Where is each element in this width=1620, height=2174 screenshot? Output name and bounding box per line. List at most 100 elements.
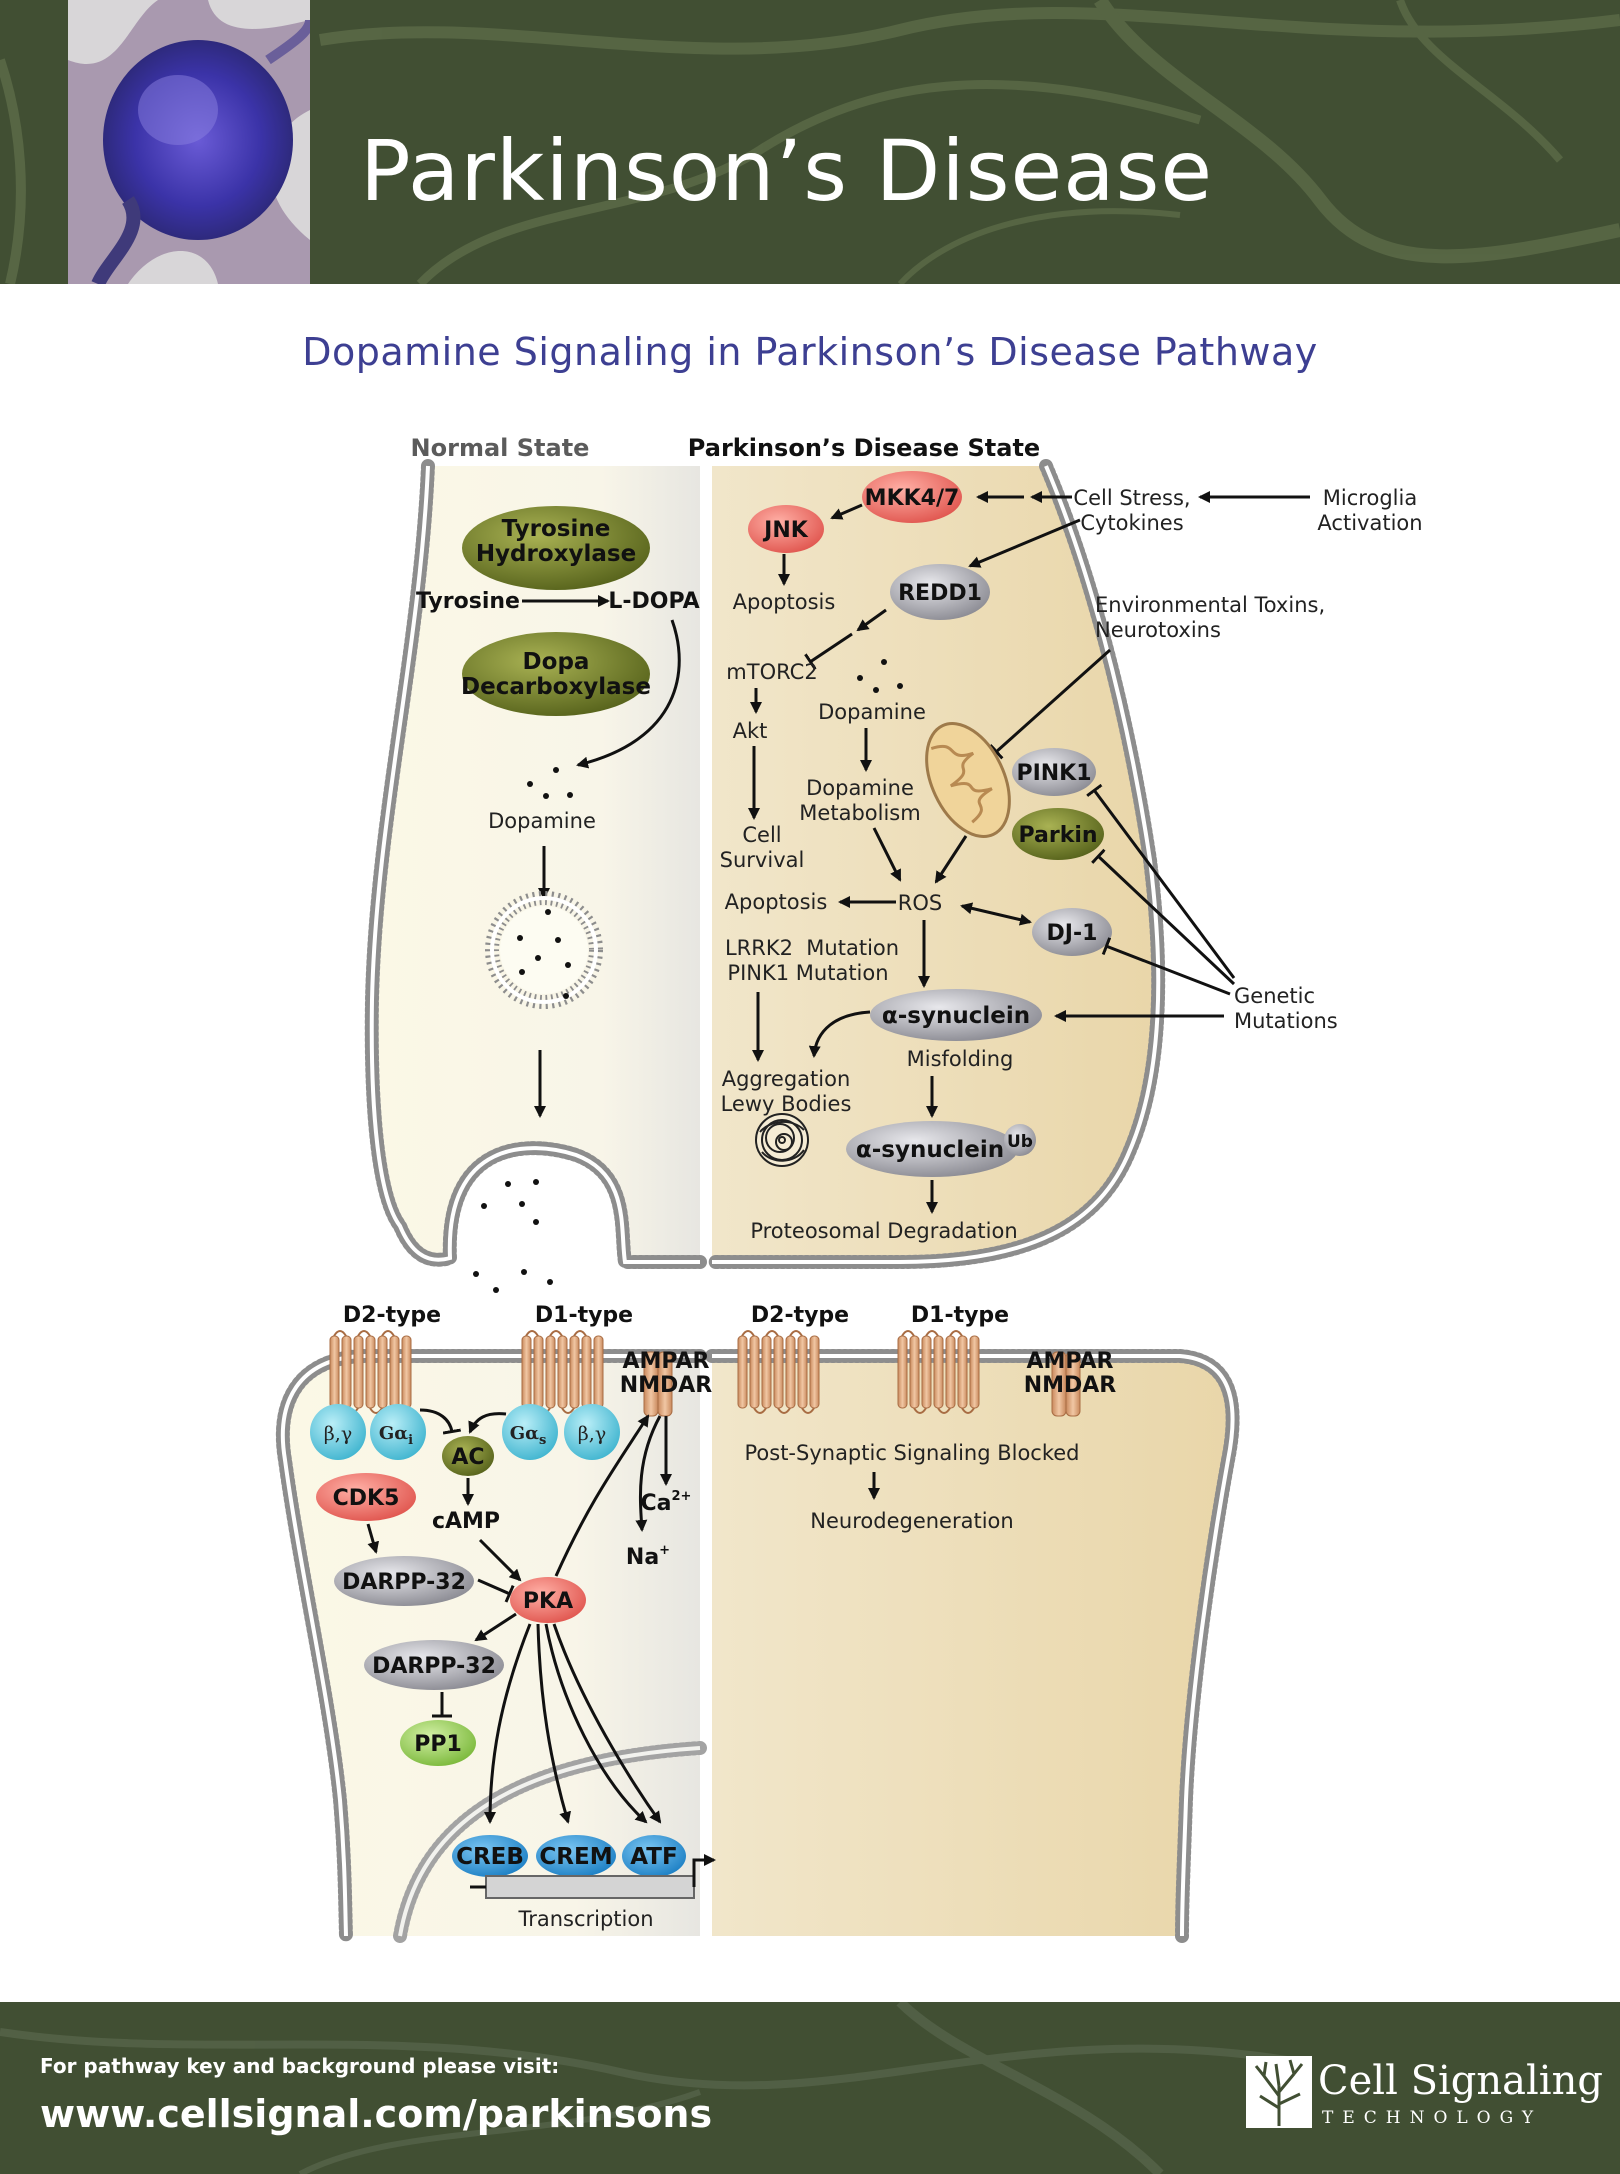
cellstress-to-redd1-arrow xyxy=(968,518,1081,568)
ampar-channel-pd xyxy=(1051,1351,1081,1417)
d1-receptor-normal xyxy=(521,1330,604,1414)
aggregation-label-2: Lewy Bodies xyxy=(721,1092,852,1116)
apoptosis-label-lower: Apoptosis xyxy=(725,890,828,914)
parkin-node xyxy=(1012,808,1104,860)
parkin-label: Parkin xyxy=(1018,823,1097,848)
g-alpha-i-label: Gαi xyxy=(379,1423,413,1448)
g-alpha-s-label: Gαs xyxy=(510,1423,547,1448)
tyrosine-hydroxylase-node xyxy=(462,506,650,590)
metabolism-to-ros-arrow xyxy=(872,827,902,882)
creb-node xyxy=(452,1835,528,1877)
normal-receptors xyxy=(329,1330,673,1417)
pka-to-creb-arrow xyxy=(484,1623,532,1824)
mutations-inhibit-parkin xyxy=(1091,848,1236,986)
alpha-synuclein-node xyxy=(870,989,1042,1041)
pka-to-ampar-arrow xyxy=(554,1414,650,1577)
normal-d1-type-label: D1-type xyxy=(535,1303,633,1328)
pka-to-atf-arrow-2 xyxy=(552,1623,662,1824)
dj1-label: DJ-1 xyxy=(1047,921,1098,946)
synaptic-vesicle xyxy=(485,891,603,1009)
footer-url-link[interactable]: www.cellsignal.com/parkinsons xyxy=(40,2092,713,2136)
cst-technology-word: TECHNOLOGY xyxy=(1322,2108,1543,2128)
normal-d2-type-label: D2-type xyxy=(343,1303,441,1328)
header-background-art xyxy=(0,0,1620,284)
pink1-node xyxy=(1012,748,1096,796)
pink1-label: PINK1 xyxy=(1016,761,1091,786)
aggregation-label-1: Aggregation xyxy=(722,1067,851,1091)
dj1-node xyxy=(1032,908,1112,956)
gai-inhibits-ac xyxy=(419,1408,462,1435)
g-alpha-i-node xyxy=(370,1404,426,1460)
env-toxins-label-1: Environmental Toxins, xyxy=(1095,593,1325,617)
ub-alpha-synuclein-node xyxy=(846,1121,1018,1177)
camp-to-pka-arrow xyxy=(478,1538,522,1582)
normal-nmdar-label: NMDAR xyxy=(620,1373,713,1398)
darpp32-label-lower: DARPP-32 xyxy=(372,1654,496,1679)
synuclein-to-aggregation-arrow xyxy=(808,1010,871,1058)
beta-gamma-node-left xyxy=(310,1404,366,1460)
crem-node xyxy=(536,1835,616,1877)
d2-receptor-pd xyxy=(737,1330,820,1414)
pd-ampar-label: AMPAR xyxy=(1027,1349,1114,1374)
tyrosine-hydroxylase-label-1: Tyrosine xyxy=(502,516,611,542)
cdk5-node xyxy=(316,1473,416,1521)
neuron-photo xyxy=(68,0,310,284)
d1-receptor-pd xyxy=(897,1330,980,1414)
normal-state-title: Normal State xyxy=(411,434,590,462)
cell-stress-label-1: Cell Stress, xyxy=(1073,486,1190,510)
ac-label: AC xyxy=(451,1445,484,1470)
pd-d1-type-label: D1-type xyxy=(911,1303,1009,1328)
redd1-node xyxy=(890,564,990,620)
pp1-label: PP1 xyxy=(414,1732,462,1757)
pka-to-atf-arrow-1 xyxy=(544,1623,648,1824)
darpp32-node-lower xyxy=(364,1640,504,1690)
redd1-inhibits-mtorc2-2 xyxy=(804,632,853,671)
darpp32-label-upper: DARPP-32 xyxy=(342,1570,466,1595)
ros-label: ROS xyxy=(898,891,942,915)
pd-postsynaptic-neuron xyxy=(705,1349,1240,1943)
released-dopamine xyxy=(473,1179,553,1293)
pd-receptors xyxy=(737,1330,1081,1417)
mutations-inhibit-pink1 xyxy=(1086,783,1236,979)
ub-alpha-synuclein-label: α-synuclein xyxy=(856,1137,1004,1163)
cell-survival-label-1: Cell xyxy=(742,823,781,847)
beta-gamma-node-right xyxy=(564,1404,620,1460)
g-alpha-s-node xyxy=(502,1404,558,1460)
jnk-label: JNK xyxy=(762,518,809,543)
mitochondria-to-ros-arrow xyxy=(934,835,968,884)
dopa-decarboxylase-node xyxy=(462,632,650,716)
beta-gamma-label-right: β,γ xyxy=(578,1423,606,1445)
ros-dj1-arrow xyxy=(960,902,1032,926)
mutations-inhibit-dj1 xyxy=(1101,937,1231,996)
transcription-start-arrow xyxy=(692,1854,716,1887)
redd1-inhibits-mtorc2 xyxy=(856,608,887,632)
ldopa-label: L-DOPA xyxy=(608,589,699,614)
lrrk2-label-1: LRRK2 Mutation xyxy=(725,936,899,960)
mtorc2-label: mTORC2 xyxy=(726,660,817,684)
footer-visit-text: For pathway key and background please vi… xyxy=(40,2054,560,2078)
pd-dopamine-label: Dopamine xyxy=(818,700,926,724)
footer-background-art xyxy=(0,2002,1301,2174)
tyrosine-hydroxylase-label-2: Hydroxylase xyxy=(476,541,636,567)
pd-state-title: Parkinson’s Disease State xyxy=(688,434,1040,462)
akt-label: Akt xyxy=(733,719,768,743)
pka-to-crem-arrow xyxy=(536,1623,571,1824)
pka-to-darpp32-arrow xyxy=(474,1612,517,1642)
dopa-decarboxylase-label-1: Dopa xyxy=(523,649,590,675)
pd-presynaptic-neuron xyxy=(705,459,1166,1269)
genetic-mutations-label-1: Genetic xyxy=(1234,984,1315,1008)
genetic-mutations-label-2: Mutations xyxy=(1234,1009,1338,1033)
env-toxins-label-2: Neurotoxins xyxy=(1095,618,1221,642)
atf-label: ATF xyxy=(630,1844,677,1870)
apoptosis-label-upper: Apoptosis xyxy=(733,590,836,614)
microglia-label-1: Microglia xyxy=(1323,486,1417,510)
darpp32-node-upper xyxy=(334,1556,474,1606)
normal-ampar-label: AMPAR xyxy=(623,1349,710,1374)
tyrosine-label: Tyrosine xyxy=(416,589,520,614)
dna-bar xyxy=(485,1875,695,1899)
lewy-body-icon xyxy=(755,1113,809,1167)
dopamine-metabolism-label-2: Metabolism xyxy=(799,801,920,825)
beta-gamma-label-left: β,γ xyxy=(324,1423,352,1445)
pd-dopamine-molecules xyxy=(857,659,903,693)
